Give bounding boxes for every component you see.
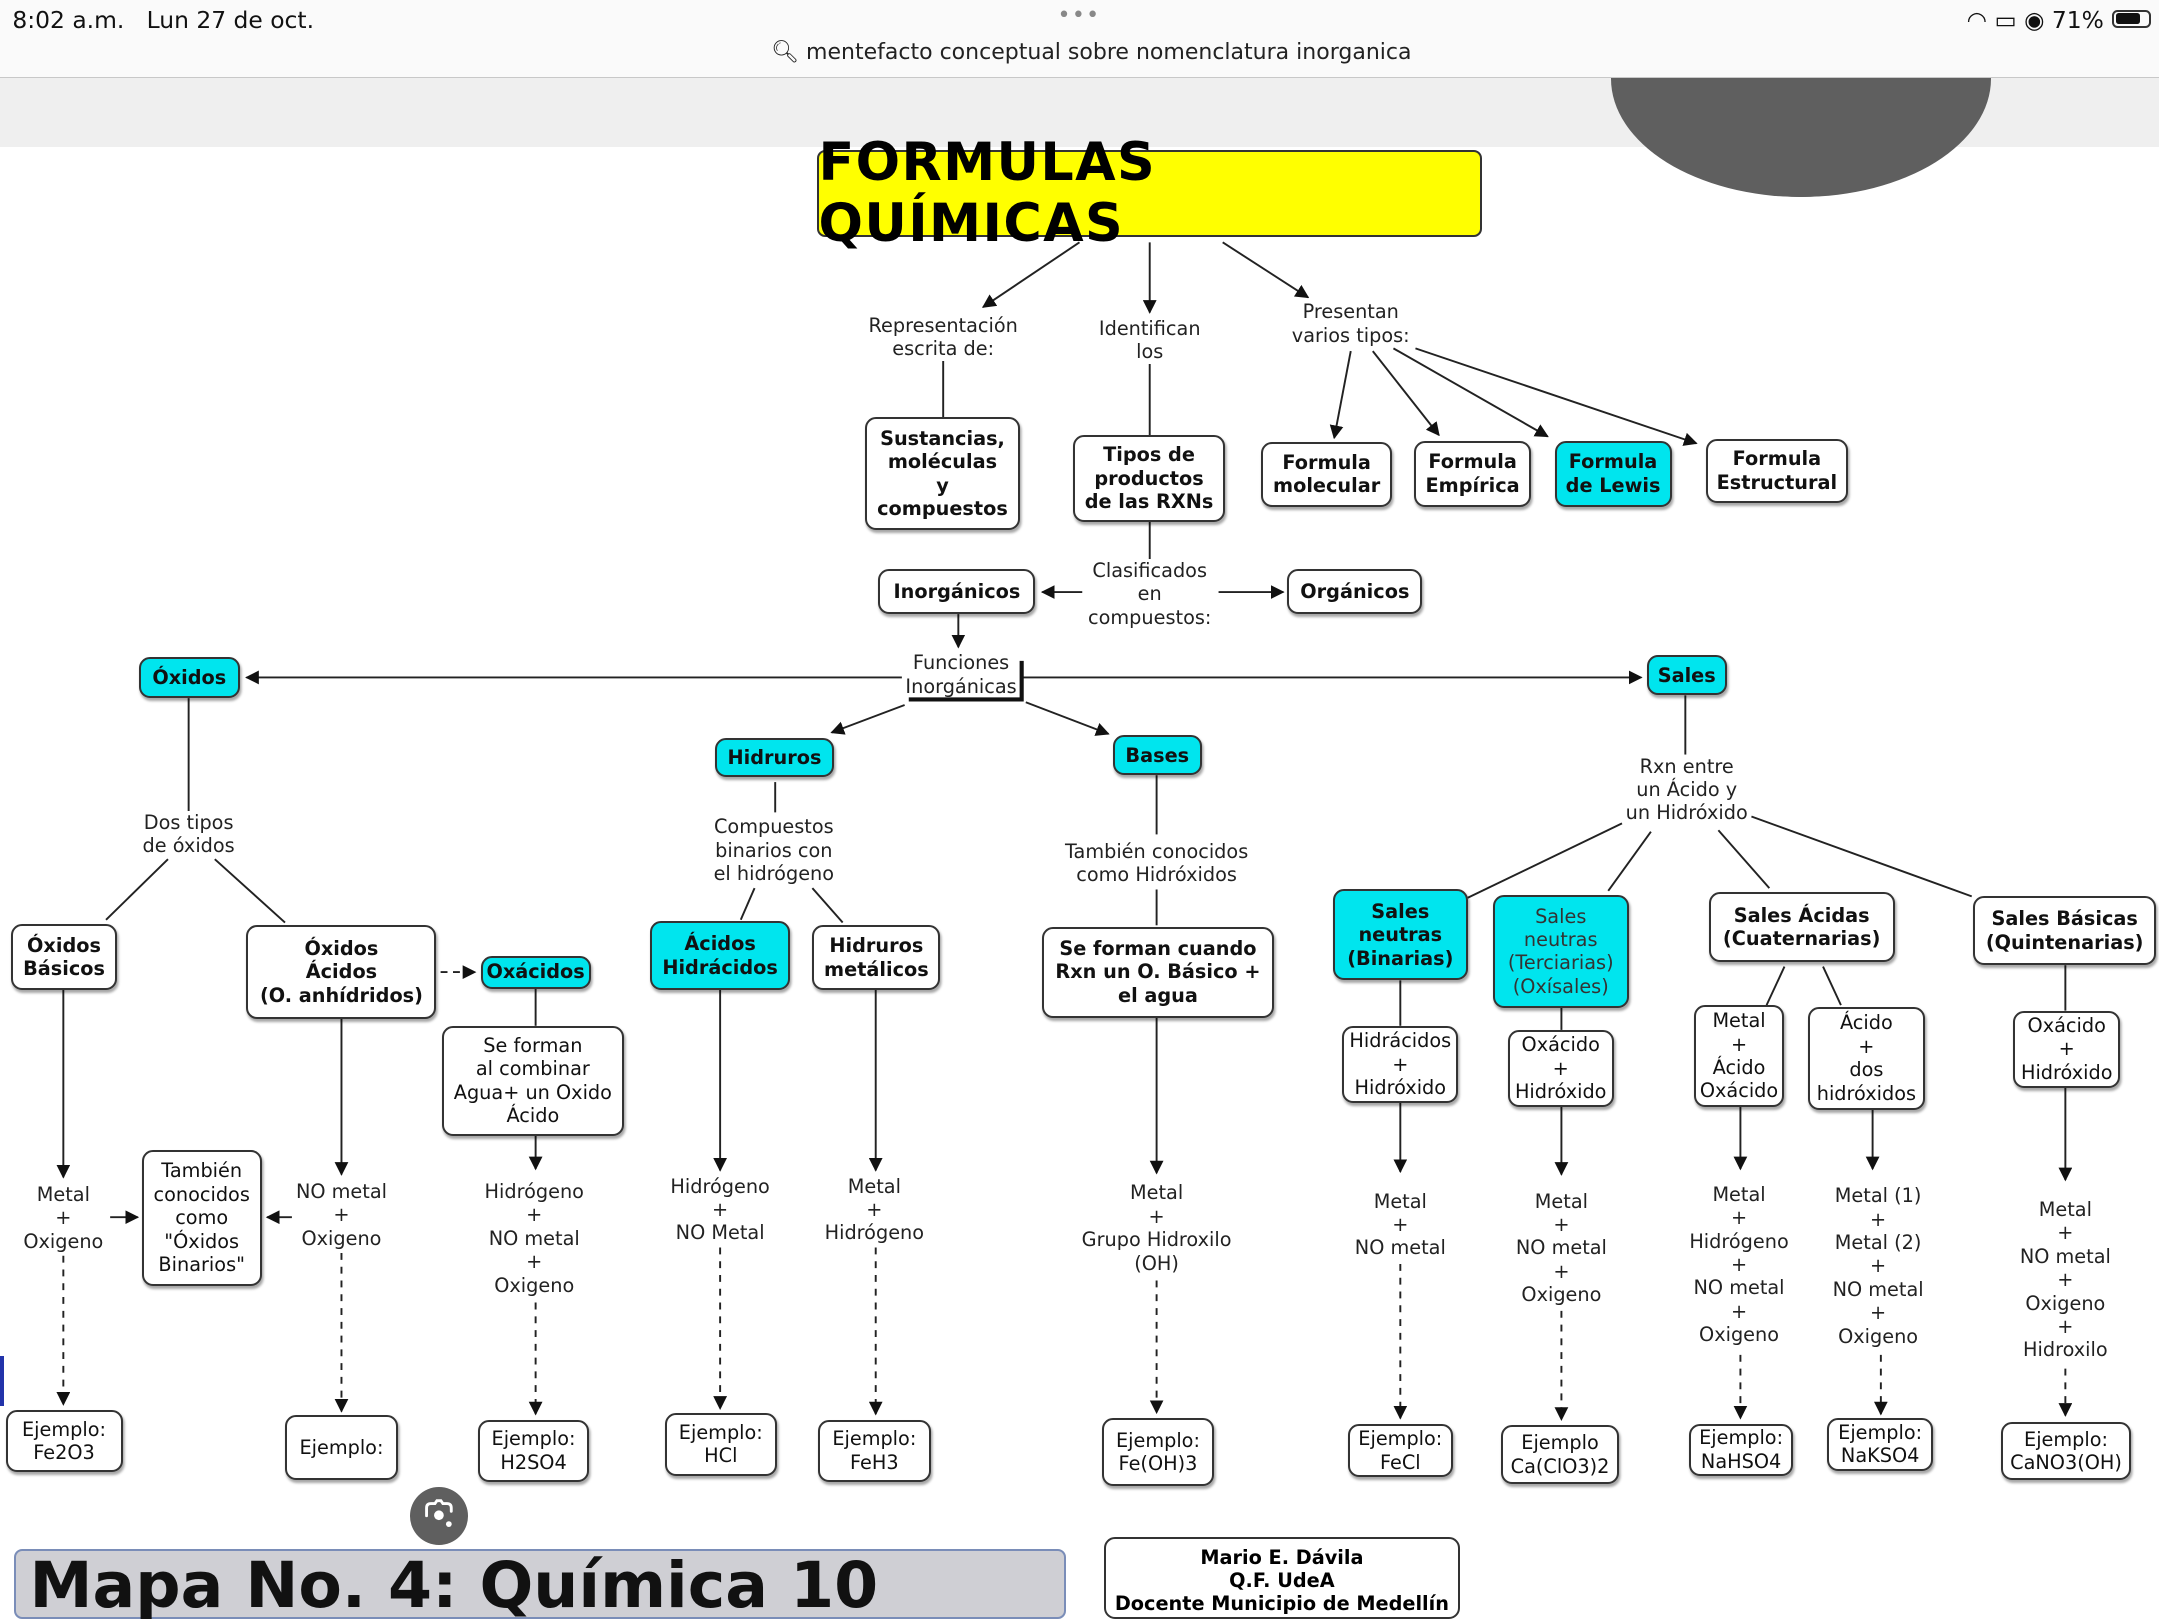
node-formula-lewis: Formula de Lewis	[1554, 440, 1672, 507]
label-metal-nometal-oxigeno-hidroxilo: Metal + NO metal + Oxigeno + Hidroxilo	[2019, 1197, 2111, 1362]
node-se-forman-cuando: Se forman cuando Rxn un O. Básico + el a…	[1042, 926, 1274, 1018]
map-title: FORMULAS QUÍMICAS	[816, 132, 1482, 254]
node-hidruros: Hidruros	[714, 738, 835, 777]
example-box: Ejemplo:	[285, 1415, 398, 1481]
example-box: Ejemplo: NaKSO4	[1827, 1418, 1934, 1471]
label-hidrogeno-nometal-oxigeno: Hidrógeno + NO metal + Oxigeno	[484, 1180, 584, 1298]
example-box: Ejemplo: Fe(OH)3	[1101, 1418, 1215, 1486]
label-nometal-oxigeno: NO metal + Oxigeno	[295, 1180, 387, 1251]
status-time: 8:02 a.m. Lun 27 de oct.	[12, 6, 314, 34]
node-oxidos-acidos: Óxidos Ácidos (O. anhídridos)	[246, 925, 437, 1019]
node-metal-acido-oxacido: Metal + Ácido Oxácido	[1693, 1005, 1785, 1108]
example-box: Ejemplo: Fe2O3	[5, 1409, 123, 1472]
date: Lun 27 de oct.	[146, 5, 315, 34]
node-oxidos-binarios: También conocidos como "Óxidos Binarios"	[141, 1149, 262, 1287]
node-sales-binarias: Sales neutras (Binarias)	[1332, 889, 1468, 981]
label-metal1-metal2: Metal (1) + Metal (2) + NO metal + Oxige…	[1832, 1184, 1924, 1348]
label-hidrogeno-nometal: Hidrógeno + NO Metal	[670, 1174, 770, 1245]
time: 8:02 a.m.	[12, 5, 125, 34]
label-tambien-hidroxidos: También conocidos como Hidróxidos	[1064, 839, 1249, 887]
node-oxacido-hidroxido-basicas: Oxácido + Hidróxido	[2013, 1010, 2121, 1088]
airplay-icon: ▭	[1994, 5, 2017, 34]
battery-icon	[2112, 9, 2151, 28]
node-acido-dos-hidroxidos: Ácido + dos hidróxidos	[1807, 1006, 1925, 1110]
lens-camera-icon	[425, 1499, 454, 1528]
example-box: Ejemplo: H2SO4	[477, 1419, 590, 1482]
node-sales: Sales	[1646, 655, 1727, 696]
node-tipos-productos: Tipos de productos de las RXNs	[1072, 435, 1226, 522]
label-funciones: Funciones Inorgánicas	[905, 651, 1017, 698]
example-box: Ejemplo: NaHSO4	[1689, 1423, 1793, 1477]
node-sustancias: Sustancias, moléculas y compuestos	[864, 417, 1021, 531]
node-acidos-hidracidos: Ácidos Hidrácidos	[649, 921, 791, 990]
label-representacion: Representación escrita de:	[868, 313, 1018, 361]
node-oxidos: Óxidos	[139, 656, 240, 699]
node-hidruros-metalicos: Hidruros metálicos	[812, 925, 941, 990]
label-clasificados: Clasificados en compuestos:	[1088, 559, 1212, 630]
battery-percent: 71%	[2051, 5, 2104, 34]
label-presentan: Presentan varios tipos:	[1291, 300, 1410, 347]
lens-button[interactable]	[410, 1487, 469, 1545]
node-formula-molecular: Formula molecular	[1261, 441, 1393, 507]
example-box: Ejemplo: CaNO3(OH)	[2000, 1422, 2132, 1481]
search-query: mentefacto conceptual sobre nomenclatura…	[806, 39, 1412, 65]
node-sales-basicas: Sales Básicas (Quintenarias)	[1973, 896, 2157, 966]
search-bar[interactable]: 🔍︎ mentefacto conceptual sobre nomenclat…	[771, 40, 1411, 65]
label-metal-nometal-oxigeno: Metal + NO metal + Oxigeno	[1515, 1189, 1607, 1307]
edge-indicator	[0, 1356, 5, 1406]
example-box: Ejemplo: FeH3	[817, 1419, 931, 1482]
node-se-forman-combinar: Se forman al combinar Agua+ un Oxido Áci…	[441, 1025, 624, 1136]
status-icons: ◠ ▭ ◉ 71%	[1967, 6, 2104, 34]
label-metal-hidrogeno-nometal-oxigeno: Metal + Hidrógeno + NO metal + Oxigeno	[1689, 1182, 1789, 1347]
node-formula-empirica: Formula Empírica	[1414, 440, 1532, 507]
example-box: Ejemplo Ca(ClO3)2	[1500, 1425, 1620, 1485]
label-metal-hidroxilo: Metal + Grupo Hidroxilo (OH)	[1081, 1181, 1232, 1275]
example-box: Ejemplo: FeCl	[1347, 1423, 1453, 1478]
label-rxn-entre: Rxn entre un Ácido y un Hidróxido	[1625, 754, 1748, 825]
label-identifican: Identifican los	[1098, 316, 1201, 364]
node-formula-estructural: Formula Estructural	[1705, 439, 1848, 503]
map-banner: Mapa No. 4: Química 10	[13, 1549, 1066, 1619]
example-box: Ejemplo: HCl	[665, 1412, 777, 1477]
label-metal-oxigeno: Metal + Oxigeno	[23, 1182, 104, 1253]
search-icon: 🔍︎	[771, 39, 800, 65]
author-box: Mario E. Dávila Q.F. UdeA Docente Munici…	[1104, 1536, 1460, 1619]
status-bar: 8:02 a.m. Lun 27 de oct. ••• ◠ ▭ ◉ 71% 🔍…	[0, 0, 2159, 79]
multitask-dots[interactable]: •••	[1057, 2, 1101, 28]
label-metal-hidrogeno: Metal + Hidrógeno	[824, 1174, 925, 1245]
node-oxacido-hidroxido: Oxácido + Hidróxido	[1507, 1029, 1614, 1108]
rotation-lock-icon: ◉	[2024, 5, 2045, 34]
wifi-icon: ◠	[1966, 5, 1988, 34]
node-sales-acidas: Sales Ácidas (Cuaternarias)	[1708, 892, 1895, 963]
node-hidracidos-hidroxido: Hidrácidos + Hidróxido	[1342, 1025, 1459, 1103]
node-sales-terciarias: Sales neutras (Terciarias) (Oxísales)	[1492, 894, 1629, 1008]
node-oxacidos: Oxácidos	[480, 955, 591, 989]
label-metal-nometal: Metal + NO metal	[1354, 1189, 1446, 1260]
node-organicos: Orgánicos	[1287, 568, 1423, 615]
node-inorganicos: Inorgánicos	[878, 568, 1036, 615]
node-oxidos-basicos: Óxidos Básicos	[11, 923, 118, 990]
node-bases: Bases	[1112, 735, 1203, 776]
label-compuestos-binarios: Compuestos binarios con el hidrógeno	[713, 815, 835, 886]
label-dos-tipos: Dos tipos de óxidos	[142, 811, 235, 858]
